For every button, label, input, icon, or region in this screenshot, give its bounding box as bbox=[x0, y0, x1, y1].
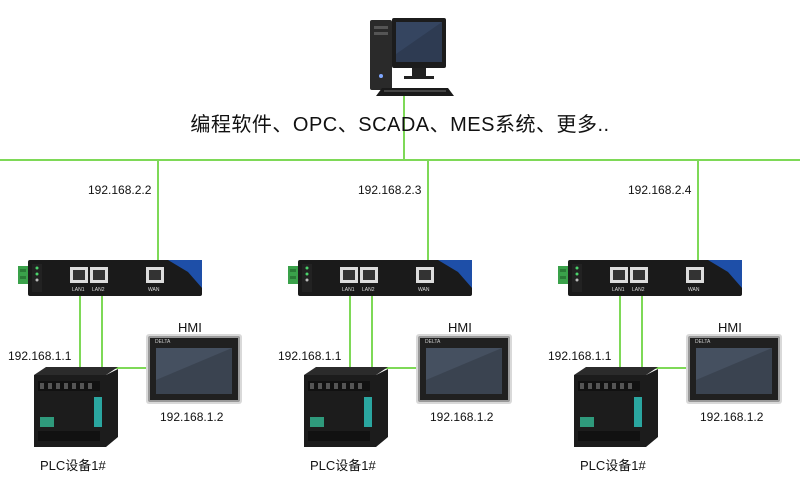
hmi-label-1: HMI bbox=[178, 320, 202, 335]
hmi-touchscreen-icon bbox=[686, 334, 782, 404]
hmi-touchscreen-icon bbox=[146, 334, 242, 404]
lan1-line-2 bbox=[349, 296, 351, 368]
hmi-ip-2: 192.168.1.2 bbox=[430, 410, 494, 424]
gateway-port-wan-2: WAN bbox=[418, 287, 430, 293]
wan-ip-2: 192.168.2.3 bbox=[358, 183, 422, 197]
wan-ip-1: 192.168.2.2 bbox=[88, 183, 152, 197]
gateway-port-wan-3: WAN bbox=[688, 287, 700, 293]
plc-label-3: PLC设备1# bbox=[580, 458, 646, 473]
gateway-port-lan2-2: LAN2 bbox=[362, 287, 375, 293]
network-gateway-icon bbox=[288, 258, 474, 300]
hmi-brand-3: DELTA bbox=[695, 339, 711, 345]
gateway-port-wan-1: WAN bbox=[148, 287, 160, 293]
lan1-line-1 bbox=[79, 296, 81, 368]
plc-controller-icon bbox=[34, 367, 118, 449]
wan-ip-3: 192.168.2.4 bbox=[628, 183, 692, 197]
network-gateway-icon bbox=[558, 258, 744, 300]
hmi-ip-3: 192.168.1.2 bbox=[700, 410, 764, 424]
hmi-link-line-3 bbox=[641, 367, 689, 369]
hmi-ip-1: 192.168.1.2 bbox=[160, 410, 224, 424]
gateway-port-lan1-2: LAN1 bbox=[342, 287, 355, 293]
wan-drop-line-2 bbox=[427, 161, 429, 266]
lan2-line-2 bbox=[371, 296, 373, 368]
hmi-label-2: HMI bbox=[448, 320, 472, 335]
lan2-line-3 bbox=[641, 296, 643, 368]
hmi-link-line-1 bbox=[101, 367, 149, 369]
hmi-touchscreen-icon bbox=[416, 334, 512, 404]
hmi-link-line-2 bbox=[371, 367, 419, 369]
pc-drop-line bbox=[403, 95, 405, 161]
plc-ip-2: 192.168.1.1 bbox=[278, 349, 342, 363]
gateway-port-lan2-3: LAN2 bbox=[632, 287, 645, 293]
network-gateway-icon bbox=[18, 258, 204, 300]
lan1-line-3 bbox=[619, 296, 621, 368]
network-bus-line bbox=[0, 159, 800, 161]
gateway-port-lan1-3: LAN1 bbox=[612, 287, 625, 293]
wan-drop-line-1 bbox=[157, 161, 159, 266]
plc-label-1: PLC设备1# bbox=[40, 458, 106, 473]
plc-controller-icon bbox=[304, 367, 388, 449]
plc-controller-icon bbox=[574, 367, 658, 449]
software-caption: 编程软件、OPC、SCADA、MES系统、更多.. bbox=[190, 114, 610, 136]
lan2-line-1 bbox=[101, 296, 103, 368]
plc-label-2: PLC设备1# bbox=[310, 458, 376, 473]
hmi-brand-2: DELTA bbox=[425, 339, 441, 345]
hmi-label-3: HMI bbox=[718, 320, 742, 335]
gateway-port-lan2-1: LAN2 bbox=[92, 287, 105, 293]
plc-ip-3: 192.168.1.1 bbox=[548, 349, 612, 363]
gateway-port-lan1-1: LAN1 bbox=[72, 287, 85, 293]
desktop-computer-icon bbox=[368, 14, 458, 100]
hmi-brand-1: DELTA bbox=[155, 339, 171, 345]
wan-drop-line-3 bbox=[697, 161, 699, 266]
plc-ip-1: 192.168.1.1 bbox=[8, 349, 72, 363]
